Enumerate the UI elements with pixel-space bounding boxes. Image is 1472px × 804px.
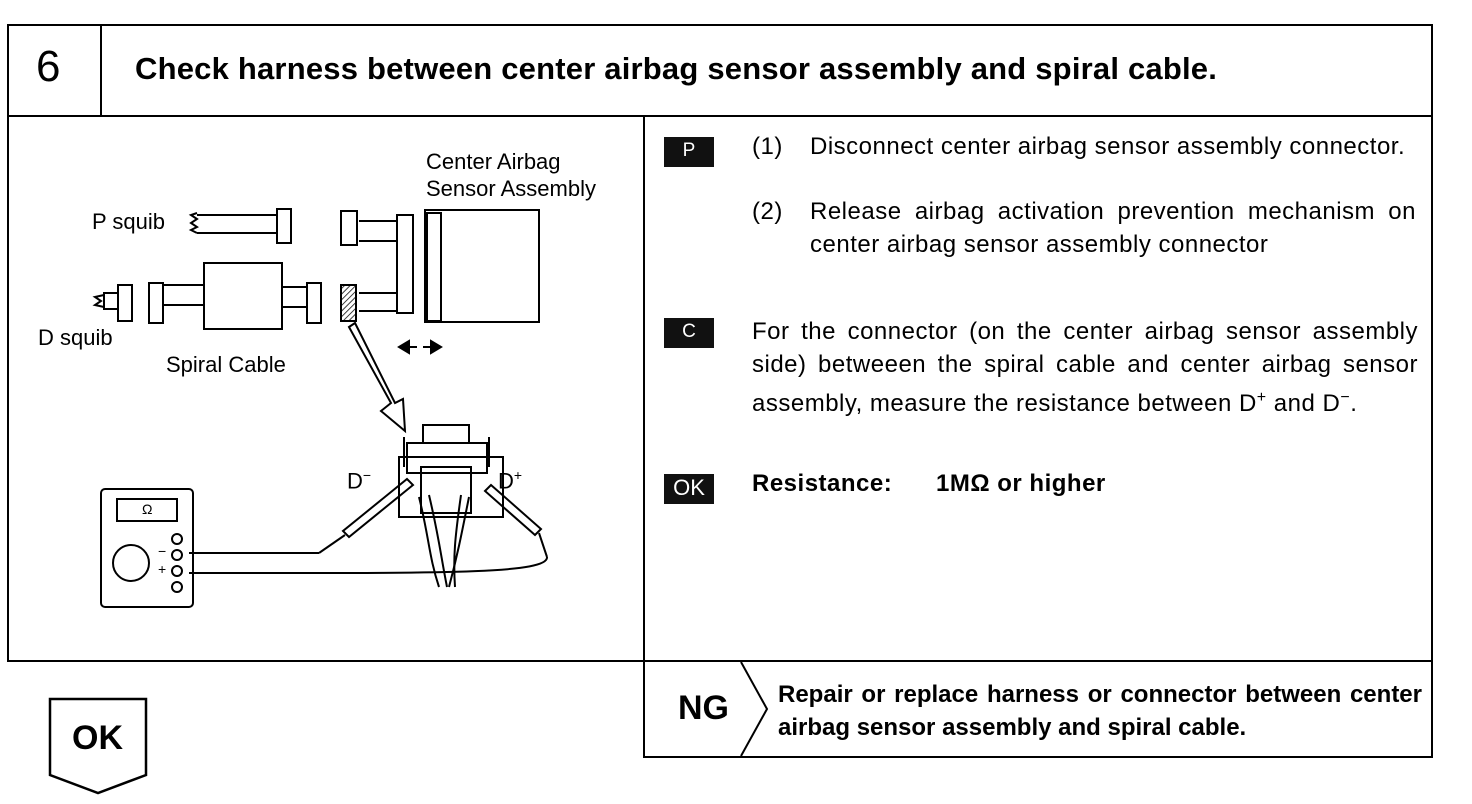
meter-plus-label: + — [158, 561, 167, 577]
wiring-diagram — [92, 208, 549, 608]
p-step1-text: Disconnect center airbag sensor assembly… — [810, 133, 1406, 160]
body-divider — [643, 115, 645, 758]
ok-flag-label: OK — [72, 719, 123, 757]
step-header — [7, 24, 1433, 117]
step-number: 6 — [36, 42, 61, 91]
multimeter-display — [116, 498, 178, 522]
meter-minus-label: − — [158, 543, 167, 559]
body-left-border — [7, 115, 9, 661]
harness-connector-block — [396, 214, 414, 314]
ng-chevron — [740, 662, 769, 756]
ohm-symbol: Ω — [142, 501, 153, 517]
p-step2-text: Release airbag activation prevention mec… — [810, 198, 1416, 258]
sensor-connector — [426, 212, 442, 322]
label-center-airbag: Center Airbag — [426, 149, 561, 174]
ng-label: NG — [678, 689, 729, 727]
c-badge: C — [664, 318, 714, 348]
step-number-divider — [100, 24, 102, 117]
spiral-cable-box — [203, 262, 283, 330]
p-step1-number: (1) — [752, 133, 783, 160]
ok-flag-shape — [48, 697, 148, 795]
p-step2-number: (2) — [752, 198, 783, 225]
multimeter-dial — [112, 544, 150, 582]
resistance-value: 1MΩ or higher — [936, 470, 1106, 497]
resistance-label: Resistance: — [752, 470, 893, 497]
label-d-squib: D squib — [38, 325, 113, 350]
label-sensor-assembly: Sensor Assembly — [426, 176, 596, 201]
label-p-squib: P squib — [92, 209, 165, 234]
label-d-plus: D+ — [498, 467, 523, 494]
step-title: Check harness between center airbag sens… — [135, 51, 1218, 86]
p-badge: P — [664, 137, 714, 167]
ok-badge: OK — [664, 474, 714, 504]
multimeter-body — [100, 488, 194, 608]
ng-text: Repair or replace harness or connector b… — [778, 681, 1422, 741]
body-bottom-border — [7, 660, 1433, 662]
c-step-text: For the connector (on the center airbag … — [752, 318, 1418, 417]
hatched-connector — [340, 284, 357, 322]
ng-bottom-border — [643, 756, 1433, 758]
label-spiral-cable: Spiral Cable — [166, 352, 286, 377]
label-d-minus: D− — [347, 467, 372, 494]
sensor-assembly-box — [424, 209, 540, 323]
body-right-border — [1431, 115, 1433, 758]
